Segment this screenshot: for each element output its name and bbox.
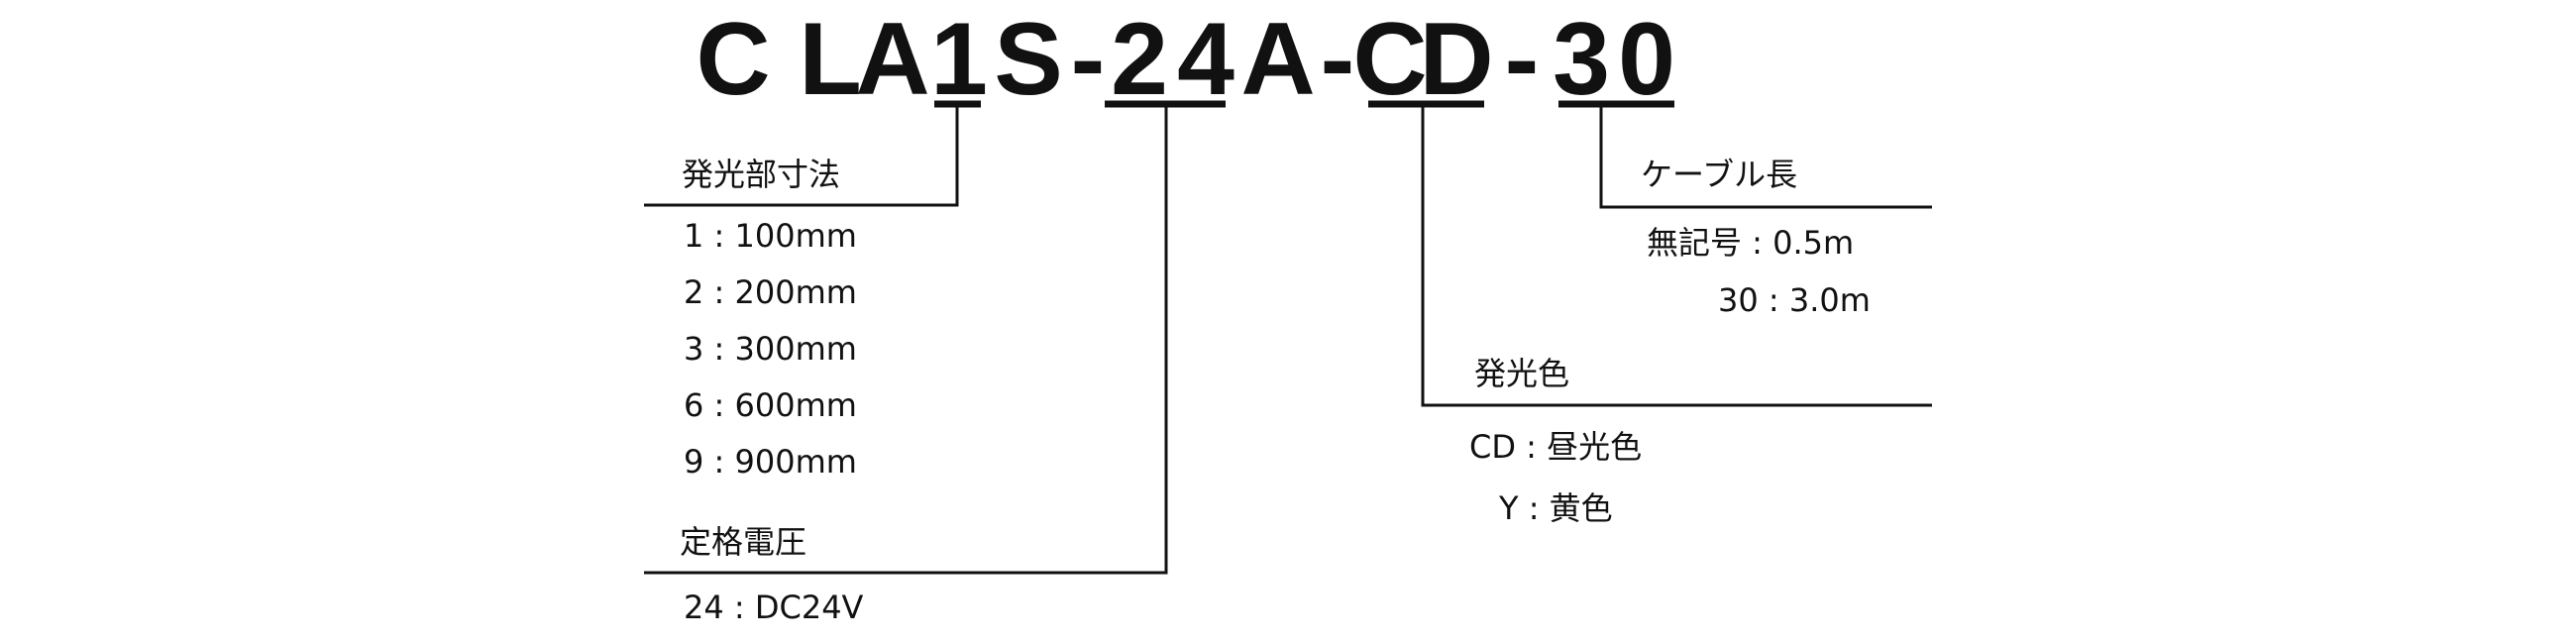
code-char-6: -: [1071, 2, 1106, 117]
cable-group: ケーブル長 無記号 : 0.5m 30 : 3.0m: [1599, 104, 1932, 319]
color-group: 発光色 CD : 昼光色 CD : 昼光色 Y : 黄色: [1421, 104, 1932, 527]
size-group: 発光部寸法 1 : 100mm 2 : 200mm 3 : 300mm 6 : …: [644, 104, 959, 481]
code-char-4: 1: [930, 2, 988, 117]
cable-leader-line: [1599, 104, 1932, 209]
code-char-10: -: [1321, 2, 1355, 117]
voltage-leader-line: [644, 104, 1168, 575]
code-char-14: 3: [1553, 2, 1610, 117]
size-item: 6 : 600mm: [684, 386, 857, 424]
code-char-2: L: [799, 2, 862, 117]
code-char-9: A: [1240, 2, 1315, 117]
cable-title: ケーブル長: [1641, 156, 1797, 193]
size-title: 発光部寸法: [682, 156, 840, 193]
size-leader-line: [644, 104, 959, 207]
model-code: C L A 1 S - 2 4 A - C D - 3 0: [696, 2, 1674, 117]
code-char-3: A: [855, 2, 929, 117]
size-item: 3 : 300mm: [684, 330, 857, 368]
code-char-13: -: [1505, 2, 1540, 117]
code-char-8: 4: [1177, 2, 1234, 117]
voltage-title: 定格電圧: [680, 523, 806, 561]
size-item: 1 : 100mm: [684, 217, 857, 255]
code-char-11: C: [1352, 2, 1427, 117]
code-char-12: D: [1419, 2, 1493, 117]
color-item-line-1: CD : 昼光色: [1469, 428, 1642, 466]
voltage-group: 定格電圧 24 : DC24V: [644, 104, 1168, 626]
size-item: 9 : 900mm: [684, 443, 857, 481]
size-item: 2 : 200mm: [684, 273, 857, 311]
color-title: 発光色: [1474, 355, 1569, 392]
voltage-item: 24 : DC24V: [684, 589, 864, 626]
code-char-5: S: [994, 2, 1062, 117]
code-char-7: 2: [1111, 2, 1168, 117]
cable-item: 30 : 3.0m: [1718, 281, 1871, 319]
code-char-15: 0: [1618, 2, 1675, 117]
color-leader-line: [1421, 104, 1932, 407]
code-char-1: C: [696, 2, 770, 117]
color-item-line-2: Y : 黄色: [1498, 489, 1613, 527]
cable-item: 無記号 : 0.5m: [1647, 224, 1854, 262]
